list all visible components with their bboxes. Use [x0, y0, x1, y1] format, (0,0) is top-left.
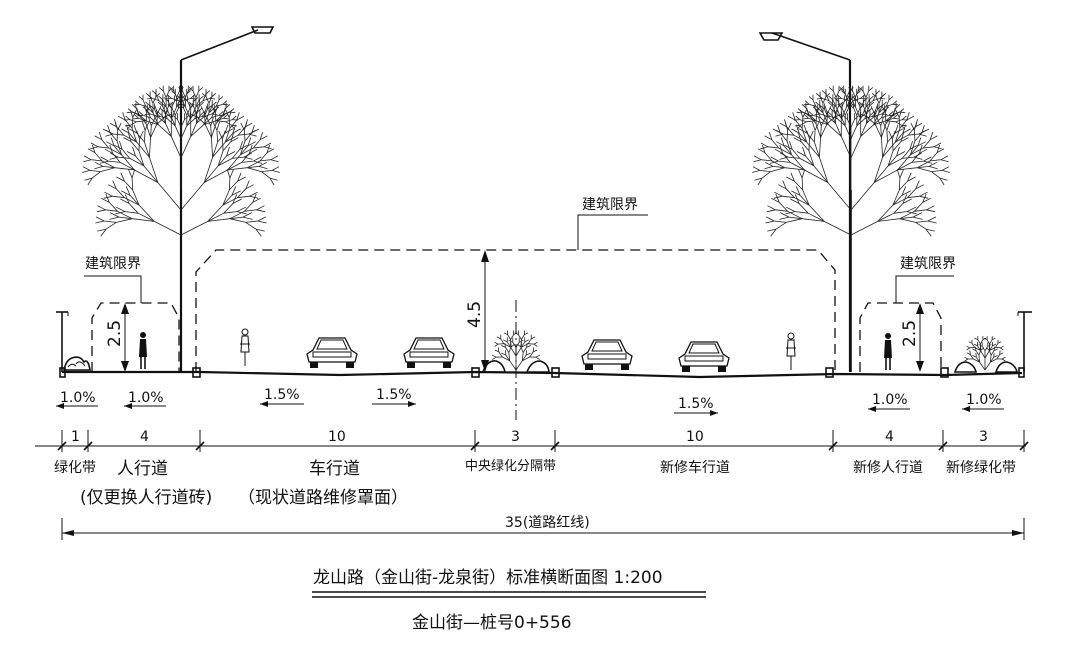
total-width-dimension: 35(道路红线)	[61, 515, 1025, 540]
zone-green-belt: 绿化带	[54, 460, 96, 476]
slope-label: 1.0%	[128, 390, 164, 406]
left-clearance-label: 建筑限界	[85, 256, 141, 272]
slope-new-carriageway: 1.5%	[674, 396, 718, 416]
slope-new-green-belt: 1.0%	[962, 392, 1004, 412]
slope-label: 1.5%	[376, 387, 412, 403]
zone-sidewalk-note: (仅更换人行道砖)	[80, 488, 212, 508]
center-clearance-envelope: 建筑限界	[195, 197, 836, 372]
left-tree	[82, 85, 280, 372]
zone-carriageway: 车行道	[309, 459, 360, 479]
slope-label: 1.0%	[872, 392, 908, 408]
left-clearance-envelope: 建筑限界	[84, 256, 180, 372]
center-height-label: 4.5	[465, 301, 485, 328]
drawing-title: 龙山路（金山街-龙泉街）标准横断面图 1:200	[313, 568, 663, 588]
car-4	[678, 341, 730, 372]
right-height-dimension: 2.5	[900, 303, 924, 372]
right-pedestrian	[884, 333, 892, 370]
slope-annotations: 1.0% 1.0% 1.5% 1.5% 1.5% 1.0%	[56, 387, 1004, 416]
right-cyclist	[786, 332, 796, 370]
left-pedestrian	[139, 332, 147, 369]
total-width-label: 35(道路红线)	[505, 515, 590, 531]
zone-new-carriageway: 新修车行道	[660, 459, 730, 476]
drawing-subtitle: 金山街—桩号0+556	[412, 613, 572, 633]
width-green-belt: 1	[71, 429, 80, 445]
slope-green-left: 1.0%	[56, 390, 98, 409]
slope-label: 1.5%	[264, 387, 300, 403]
zone-median: 中央绿化分隔带	[465, 459, 556, 474]
left-cyclist	[240, 328, 250, 366]
right-boundary-post	[1017, 311, 1032, 372]
slope-carriageway-left-1: 1.5%	[260, 387, 304, 407]
zone-labels: 绿化带 人行道 (仅更换人行道砖) 车行道 （现状道路维修罩面） 中央绿化分隔带…	[54, 459, 1016, 508]
left-boundary-post	[56, 311, 69, 372]
left-shrub	[63, 356, 91, 371]
right-shrub-low-left	[953, 361, 978, 373]
right-height-label: 2.5	[900, 320, 920, 347]
right-tree	[752, 85, 950, 372]
right-shrub	[964, 336, 1006, 371]
car-1	[306, 337, 358, 368]
width-new-carriageway: 10	[686, 429, 704, 445]
slope-carriageway-left-2: 1.5%	[372, 387, 416, 407]
width-median: 3	[511, 429, 520, 445]
slope-label: 1.5%	[678, 396, 714, 412]
left-height-dimension: 2.5	[105, 303, 129, 372]
slope-sidewalk-left: 1.0%	[124, 390, 166, 409]
road-surface	[59, 367, 1025, 379]
right-clearance-envelope: 建筑限界	[859, 256, 956, 372]
slope-label: 1.0%	[966, 392, 1002, 408]
zone-new-green-belt: 新修绿化带	[946, 460, 1016, 476]
slope-label: 1.0%	[60, 390, 96, 406]
width-dimension-line: 1 4 10 3 10 4 3	[35, 429, 1029, 452]
zone-sidewalk: 人行道	[117, 459, 168, 479]
right-clearance-label: 建筑限界	[900, 256, 956, 272]
car-2	[403, 337, 455, 368]
zone-carriageway-note: （现状道路维修罩面）	[238, 488, 408, 508]
center-height-dimension: 4.5	[465, 250, 489, 372]
median-shrub	[491, 330, 541, 371]
slope-new-sidewalk: 1.0%	[868, 392, 910, 412]
left-height-label: 2.5	[105, 320, 125, 347]
width-new-green-belt: 3	[979, 429, 988, 445]
width-new-sidewalk: 4	[885, 429, 894, 445]
width-sidewalk: 4	[140, 429, 149, 445]
right-shrub-low-right	[994, 361, 1019, 373]
zone-new-sidewalk: 新修人行道	[853, 460, 923, 476]
width-carriageway: 10	[328, 429, 346, 445]
car-3	[581, 339, 633, 370]
right-street-lamp	[758, 32, 852, 372]
center-clearance-label: 建筑限界	[582, 197, 638, 213]
title-block: 龙山路（金山街-龙泉街）标准横断面图 1:200 金山街—桩号0+556	[312, 568, 706, 633]
